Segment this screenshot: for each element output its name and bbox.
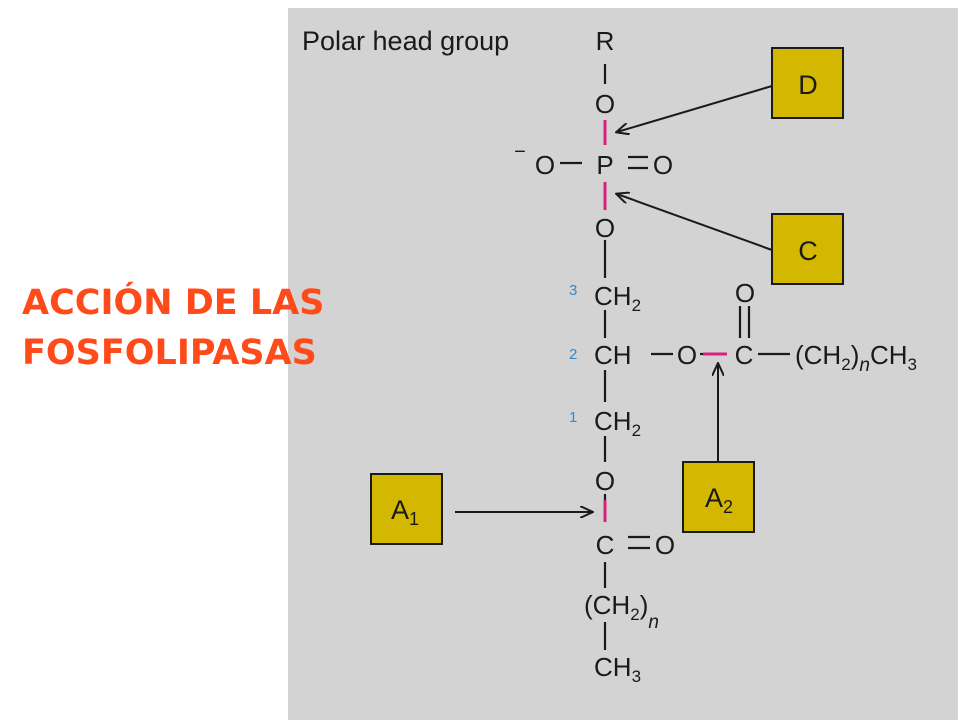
atom-c-ester1: C — [596, 530, 615, 560]
atom-c-ester2: C — [735, 340, 754, 370]
enzyme-d-label: D — [798, 70, 818, 100]
atom-ch-carbon2: CH — [594, 340, 632, 370]
atom-o-ester2: O — [677, 340, 697, 370]
cleavage-bonds — [603, 120, 727, 522]
atom-o-top: O — [595, 89, 615, 119]
atom-o-carbonyl2: O — [735, 278, 755, 308]
atoms: R O − O P O O CH2 CH O C O (CH2)nCH3 CH2… — [514, 26, 917, 686]
enzyme-c-label: C — [798, 236, 818, 266]
enzyme-a1: A1 — [370, 473, 592, 545]
enzyme-a2: A2 — [682, 364, 755, 533]
arrow-c — [617, 194, 773, 251]
atom-minus-sign: − — [514, 141, 526, 163]
enzyme-a1-box — [370, 473, 443, 545]
carbon-numbers: 3 2 1 — [569, 282, 577, 426]
arrow-d — [617, 85, 773, 132]
atom-ch2-carbon1: CH2 — [594, 406, 641, 440]
atom-ch2-carbon3: CH2 — [594, 281, 641, 315]
atom-o-mid: O — [595, 213, 615, 243]
chain1: (CH2)n — [584, 590, 659, 633]
chain2: (CH2)nCH3 — [795, 340, 917, 376]
carbon-number-3: 3 — [569, 282, 577, 299]
enzyme-a1-label: A1 — [391, 495, 419, 529]
enzyme-a2-label: A2 — [705, 483, 733, 517]
atom-o-carbonyl1: O — [655, 530, 675, 560]
enzyme-d: D — [617, 47, 844, 132]
slide-title: ACCIÓN DE LAS FOSFOLIPASAS — [22, 283, 325, 373]
carbon-number-1: 1 — [569, 409, 577, 426]
atom-o-ester1: O — [595, 466, 615, 496]
chain1-ch3: CH3 — [594, 652, 641, 686]
atom-r: R — [596, 26, 615, 56]
enzyme-c: C — [617, 194, 844, 285]
atom-o-double: O — [653, 150, 673, 180]
carbon-number-2: 2 — [569, 346, 577, 363]
enzyme-c-box — [771, 213, 844, 285]
atom-o-minus: O — [535, 150, 555, 180]
atom-p: P — [596, 150, 613, 180]
header-label: Polar head group — [302, 26, 509, 56]
enzyme-d-box — [771, 47, 844, 119]
